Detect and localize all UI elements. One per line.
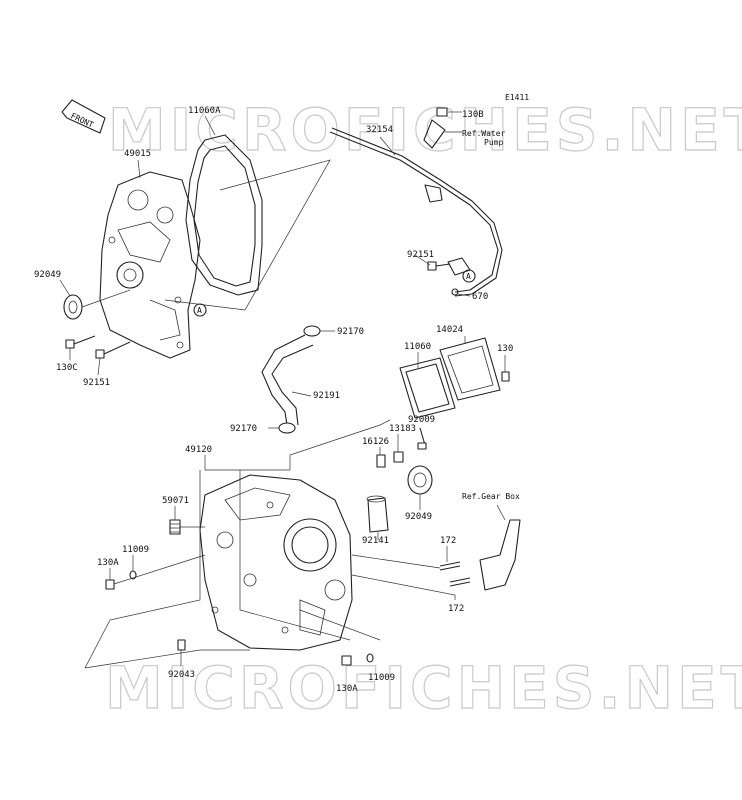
bolt-92151-left[interactable] [95,341,131,359]
label-130: 130 [497,344,513,354]
label-92191: 92191 [313,391,340,401]
bolt-130A-left[interactable] [105,579,115,590]
oil-seal-92049-bottom[interactable] [407,465,433,495]
bushing-92141[interactable] [366,495,389,533]
front-cover-49015[interactable] [99,171,201,359]
stud-172-top[interactable] [439,561,461,571]
label-92141: 92141 [362,536,389,546]
label-ref-gear-box: Ref.Gear Box [462,492,520,501]
label-92151-right: 92151 [407,250,434,260]
bolt-130A-bottom[interactable] [341,655,352,666]
label-49120: 49120 [185,445,212,455]
svg-text:A: A [197,306,202,315]
label-16126: 16126 [362,437,389,447]
label-49015: 49015 [124,149,151,159]
bolt-130C[interactable] [65,335,96,349]
crankcase-49120[interactable] [199,474,353,651]
stud-172-bottom[interactable] [449,577,471,587]
screw-92009[interactable] [417,427,427,450]
label-11009-left: 11009 [122,545,149,555]
label-11009-bottom: 11009 [368,673,395,683]
label-92043: 92043 [168,670,195,680]
front-arrow-icon: FRONT [61,99,106,134]
label-130A-bottom: 130A [336,684,358,694]
pin-16126[interactable] [376,454,386,468]
label-ref-water-pump: Pump [484,138,503,147]
gasket-11060[interactable] [399,357,456,419]
ref-circle-a-top: A [193,303,207,317]
label-670: 670 [472,292,488,302]
label-92049-bottom: 92049 [405,512,432,522]
label-92009: 92009 [408,415,435,425]
gearbox-bracket [479,519,521,591]
label-11060: 11060 [404,342,431,352]
oil-seal-92049-top[interactable] [63,294,83,320]
svg-text:A: A [466,272,471,281]
watermark-top: MICROFICHES.NET [108,96,742,164]
label-ref-water: Ref.Water [462,129,506,138]
label-59071: 59071 [162,496,189,506]
label-92049-top: 92049 [34,270,61,280]
hose-92191[interactable] [261,334,314,426]
clamp-670[interactable] [447,257,471,296]
label-130C: 130C [56,363,78,373]
label-130B: 130B [462,110,484,120]
gasket-11060A[interactable] [185,134,263,296]
pipe-32154[interactable] [329,127,503,297]
label-92170-top: 92170 [337,327,364,337]
filter-59071[interactable] [169,519,181,535]
clamp-92170-top[interactable] [303,325,321,337]
screw-130[interactable] [501,371,510,382]
diagram-code: E1411 [505,93,529,102]
watermark-bottom: MICROFICHES.NET [105,654,742,722]
dowel-92043[interactable] [177,639,186,651]
breather-cover-14024[interactable] [439,337,501,401]
label-13183: 13183 [389,424,416,434]
label-92170-bottom: 92170 [230,424,257,434]
label-130A-left: 130A [97,558,119,568]
label-32154: 32154 [366,125,393,135]
label-11060A: 11060A [188,106,221,116]
label-172-bottom: 172 [448,604,464,614]
plate-13183[interactable] [393,451,404,463]
fitting-130B[interactable] [423,107,448,149]
label-172-top: 172 [440,536,456,546]
label-14024: 14024 [436,325,463,335]
clamp-92170-bottom[interactable] [278,422,296,434]
bolt-92151-right[interactable] [427,261,451,271]
washer-11009-bottom[interactable] [366,653,374,663]
label-92151-left: 92151 [83,378,110,388]
